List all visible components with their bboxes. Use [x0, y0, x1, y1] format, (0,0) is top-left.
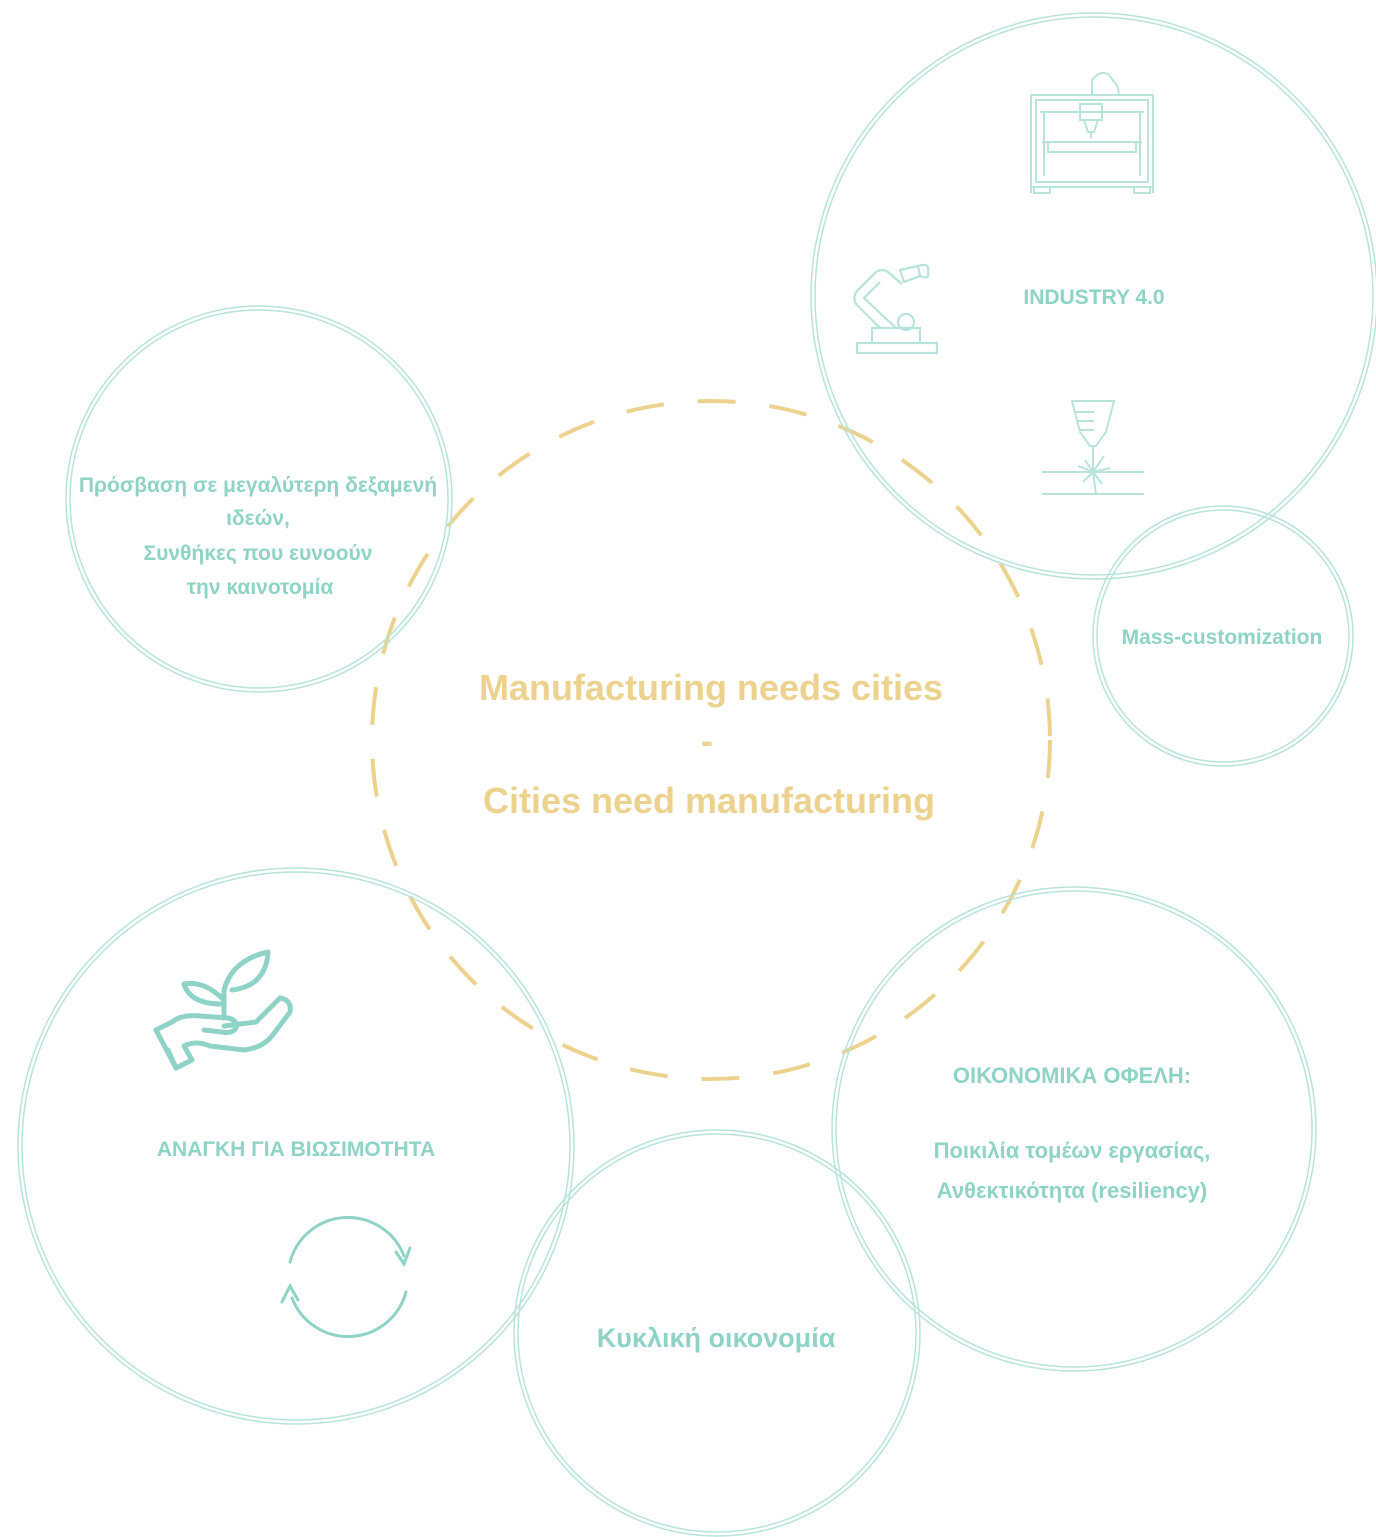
industry-circle-inner [814, 16, 1374, 576]
innovation-node: Πρόσβαση σε μεγαλύτερη δεξαμενή ιδεών, Σ… [65, 305, 453, 693]
circular-economy-circle-outer [513, 1129, 921, 1537]
industry-circle-outer [810, 12, 1376, 580]
mass-customization-node: Mass-customization [1092, 505, 1354, 767]
industry-node: INDUSTRY 4.0 [810, 12, 1376, 580]
innovation-line-3: Συνθήκες που ευνοούν [144, 542, 373, 565]
circular-economy-label: Κυκλική οικονομία [597, 1323, 836, 1353]
innovation-line-4: την καινοτομία [187, 576, 334, 599]
circular-economy-circle-inner [517, 1133, 917, 1533]
center-line-1: Manufacturing needs cities [479, 667, 943, 708]
robot-arm-icon [853, 263, 939, 355]
3d-printer-icon [1030, 71, 1154, 194]
circular-economy-node: Κυκλική οικονομία [513, 1129, 921, 1537]
sustainability-circle-outer [17, 867, 575, 1425]
innovation-circle-inner [69, 309, 449, 689]
center-line-2: Cities need manufacturing [483, 780, 935, 821]
economic-title: ΟΙΚΟΝΟΜΙΚΑ ΟΦΕΛΗ: [953, 1063, 1191, 1088]
innovation-circle-outer [65, 305, 453, 693]
economic-node: ΟΙΚΟΝΟΜΙΚΑ ΟΦΕΛΗ: Ποικιλία τομέων εργασί… [831, 886, 1317, 1372]
center-dashed-circle [370, 399, 1052, 1081]
sustainability-label: ΑΝΑΓΚΗ ΓΙΑ ΒΙΩΣΙΜΟΤΗΤΑ [157, 1138, 435, 1161]
mass-customization-circle-outer [1092, 505, 1354, 767]
center-node: Manufacturing needs cities - Cities need… [370, 399, 1052, 1081]
economic-line-2: Ανθεκτικότητα (resiliency) [937, 1178, 1207, 1203]
laser-cutter-icon [1042, 400, 1144, 495]
center-separator: - [701, 720, 713, 761]
recycle-arrows-icon [280, 1216, 412, 1338]
economic-circle-outer [831, 886, 1317, 1372]
sustainability-node: ΑΝΑΓΚΗ ΓΙΑ ΒΙΩΣΙΜΟΤΗΤΑ [17, 867, 575, 1425]
sustainability-circle-inner [21, 871, 571, 1421]
industry-label: INDUSTRY 4.0 [1023, 286, 1164, 309]
mass-customization-circle-inner [1096, 509, 1350, 763]
mass-customization-label: Mass-customization [1122, 626, 1323, 649]
economic-circle-inner [835, 890, 1313, 1368]
economic-line-1: Ποικιλία τομέων εργασίας, [934, 1138, 1211, 1163]
innovation-line-1: Πρόσβαση σε μεγαλύτερη δεξαμενή [79, 474, 437, 497]
innovation-line-2: ιδεών, [226, 507, 290, 530]
hand-plant-icon [153, 949, 293, 1071]
